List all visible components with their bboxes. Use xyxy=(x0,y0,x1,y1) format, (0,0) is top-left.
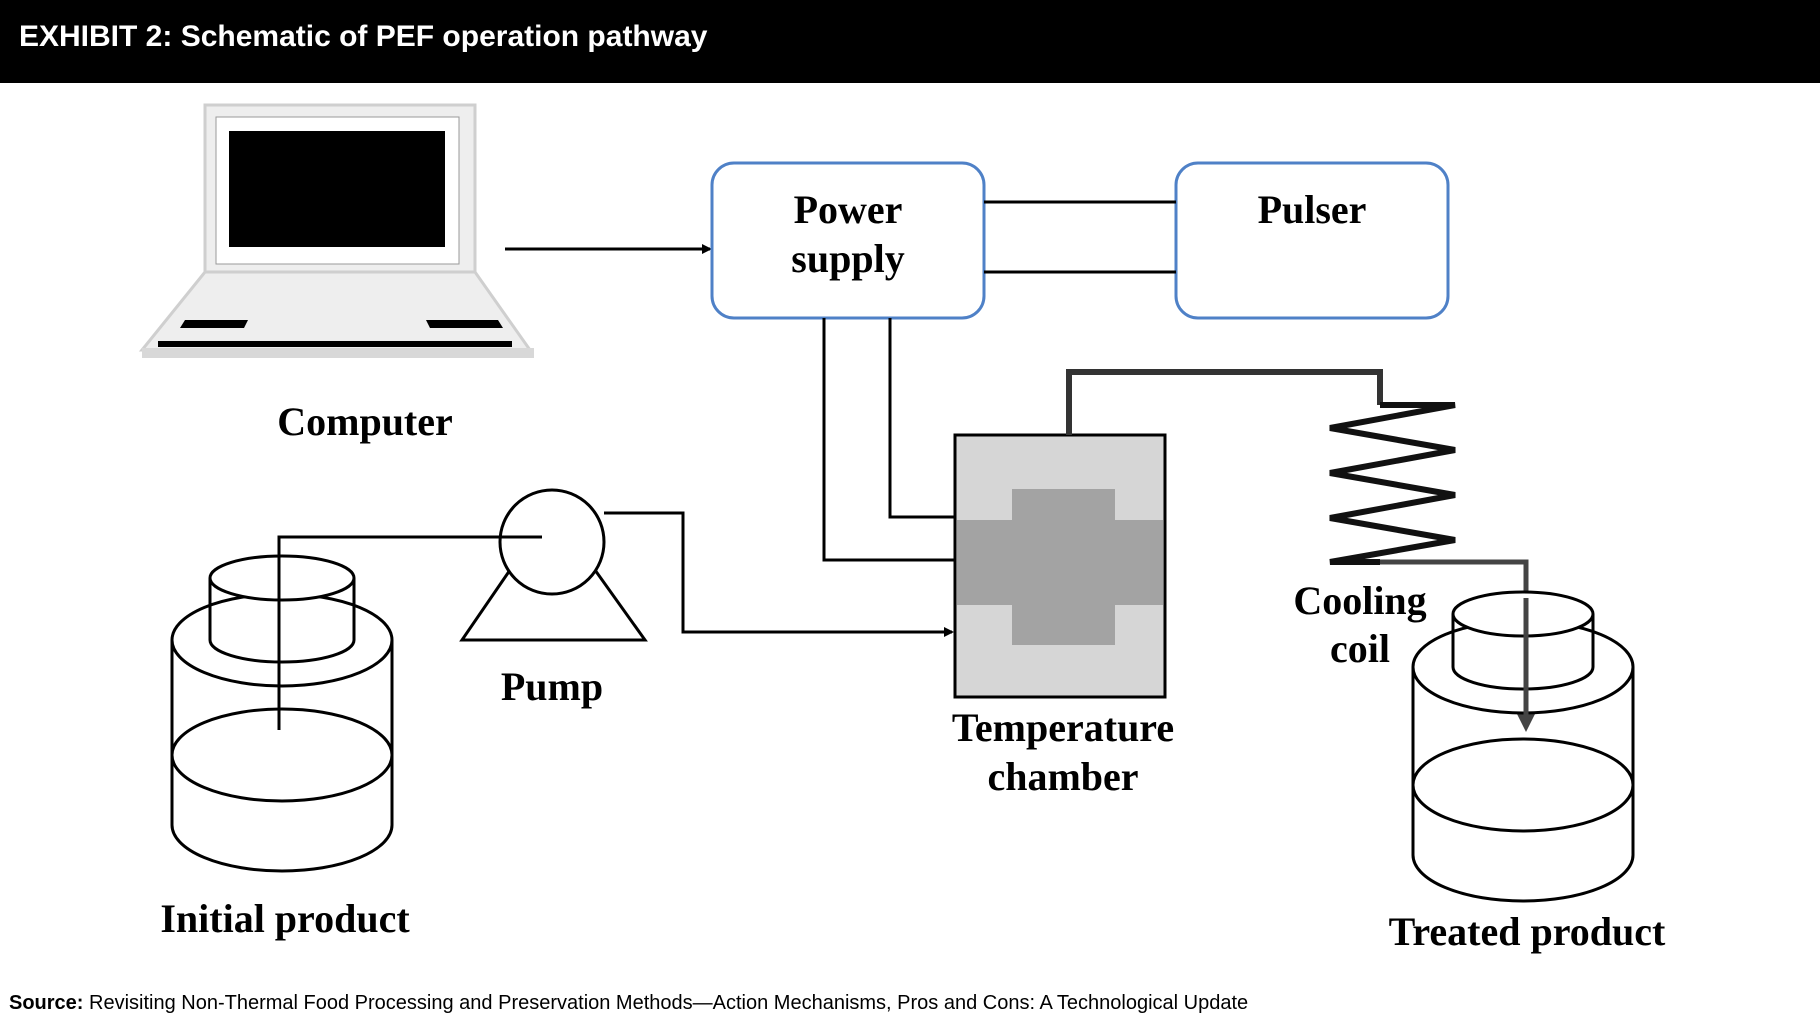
temperature-chamber xyxy=(953,433,1167,699)
power-electrode-wire-1 xyxy=(822,318,955,562)
treated-inlet-arrowhead xyxy=(1516,712,1536,732)
cooling-coil-label-line1: Cooling xyxy=(1293,578,1426,623)
power-electrode-wire-2 xyxy=(888,318,955,519)
pump-icon xyxy=(459,488,648,642)
chamber-to-coil-tube xyxy=(1066,369,1383,435)
power-supply-label-line1: Power xyxy=(794,187,903,232)
source-note: Source: Revisiting Non-Thermal Food Proc… xyxy=(9,992,1248,1015)
source-label: Source: xyxy=(9,992,84,1014)
exhibit-title: EXHIBIT 2: Schematic of PEF operation pa… xyxy=(19,20,708,53)
cooling-coil xyxy=(1329,402,1456,565)
power-supply-box xyxy=(710,161,986,320)
pulser-box xyxy=(1174,161,1450,320)
computer-label: Computer xyxy=(277,399,453,444)
intake-tube xyxy=(277,535,542,730)
source-text: Revisiting Non-Thermal Food Processing a… xyxy=(89,992,1249,1014)
header-bar: EXHIBIT 2: Schematic of PEF operation pa… xyxy=(0,0,1820,83)
power-supply-label-line2: supply xyxy=(791,236,904,281)
temperature-chamber-label-line1: Temperature xyxy=(952,705,1174,750)
cooling-coil-label-line2: coil xyxy=(1330,626,1390,671)
initial-product-label: Initial product xyxy=(160,896,410,941)
computer-icon xyxy=(138,103,534,358)
pump-to-chamber-arrow xyxy=(604,511,954,637)
initial-product-container xyxy=(170,554,394,873)
pump-label: Pump xyxy=(501,664,603,709)
treated-product-container xyxy=(1411,590,1635,903)
temperature-chamber-label-line2: chamber xyxy=(987,754,1138,799)
pulser-label: Pulser xyxy=(1258,187,1367,232)
treated-product-label: Treated product xyxy=(1389,909,1666,954)
